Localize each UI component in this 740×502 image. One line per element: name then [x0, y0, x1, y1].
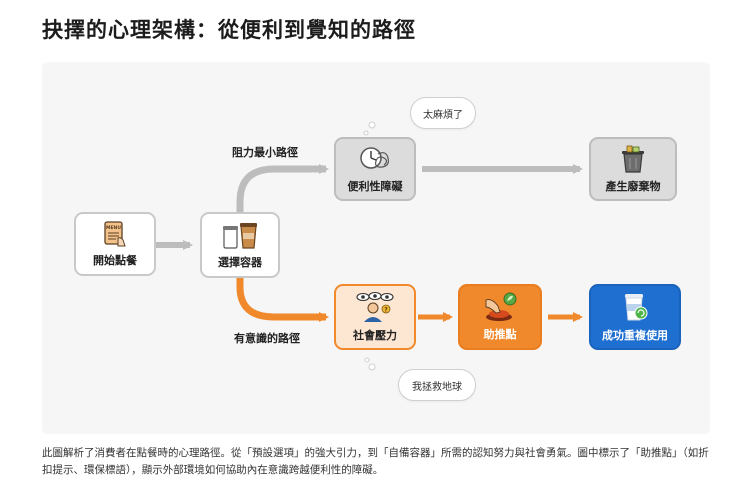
diagram-canvas: 阻力最小路徑 有意識的路徑 MENU 開始點餐 選擇容器 — [42, 62, 710, 434]
node-choose-container: 選擇容器 — [200, 212, 280, 278]
page-title: 抉擇的心理架構：從便利到覺知的路徑 — [42, 18, 416, 42]
menu-icon: MENU — [104, 221, 126, 247]
node-successful-reuse: 成功重複使用 — [589, 284, 681, 350]
node-nudge-point: 助推點 — [458, 284, 542, 350]
node-reuse-label: 成功重複使用 — [602, 329, 668, 342]
node-waste-label: 產生廢棄物 — [605, 180, 661, 193]
diagram-caption: 此圖解析了消費者在點餐時的心理路徑。從「預設選項」的強大引力，到「自備容器」所需… — [42, 447, 709, 476]
nudge-button-icon — [485, 292, 517, 321]
reusable-cup-icon — [625, 294, 648, 321]
lower-path-label: 有意識的路徑 — [234, 332, 300, 345]
menu-icon-text: MENU — [106, 225, 121, 231]
node-start-ordering: MENU 開始點餐 — [74, 212, 156, 276]
thought-bubble-upper: 太麻煩了 — [410, 97, 476, 129]
thought-bubble-lower: 我拯救地球 — [398, 369, 476, 401]
node-choose-label: 選擇容器 — [218, 256, 262, 269]
flow-connectors — [132, 121, 583, 371]
node-convenience-label: 便利性障礙 — [347, 180, 403, 193]
node-nudge-label: 助推點 — [483, 328, 517, 341]
node-social-pressure: ? 社會壓力 — [334, 284, 416, 350]
cups-icon — [223, 223, 257, 249]
arrow-choose-to-social — [236, 278, 329, 322]
node-social-label: 社會壓力 — [353, 329, 397, 342]
upper-path-label: 阻力最小路徑 — [232, 146, 298, 159]
node-convenience-barrier: 便利性障礙 — [334, 137, 416, 201]
trash-can-icon — [622, 145, 644, 173]
node-start-label: 開始點餐 — [93, 254, 137, 267]
node-waste: 產生廢棄物 — [589, 137, 677, 201]
svg-text:?: ? — [384, 307, 388, 314]
watching-eyes-icon: ? — [356, 291, 394, 322]
clock-tangle-icon — [360, 147, 389, 169]
arrow-choose-to-convenience — [236, 164, 329, 212]
